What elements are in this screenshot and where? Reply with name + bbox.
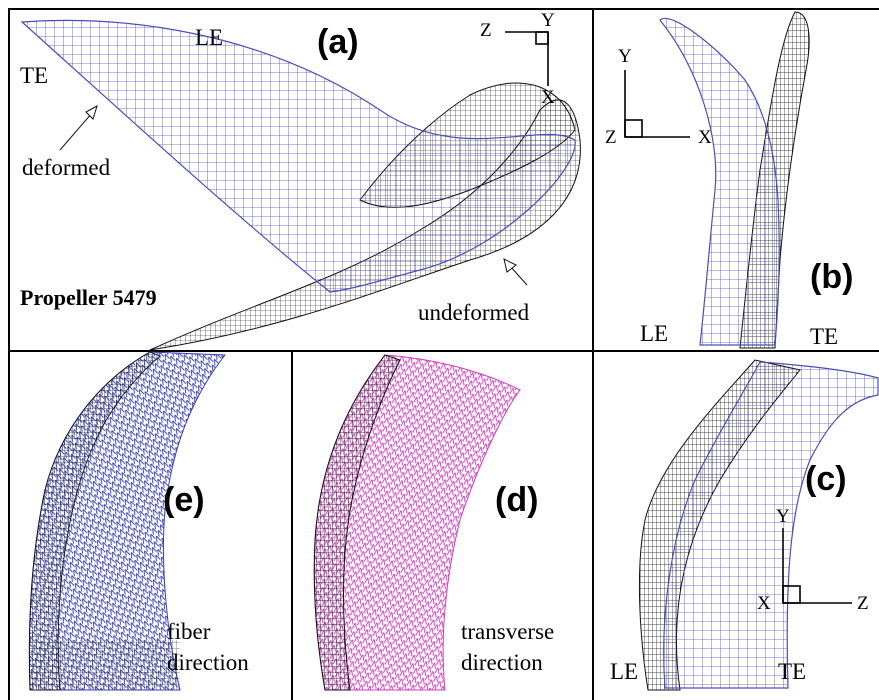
panel-a-undeformed-arrow [503, 258, 528, 286]
panel-b-label: (b) [810, 258, 854, 296]
panel-a-undeformed-label: undeformed [418, 300, 530, 325]
divider-vertical-de [291, 350, 293, 700]
panel-d-caption-line2: direction [461, 650, 543, 675]
frame-left [8, 8, 10, 700]
panel-d-caption-line1: transverse [461, 619, 555, 644]
panel-c-label: (c) [805, 460, 847, 498]
panel-a-deformed-blade [20, 19, 576, 293]
divider-vertical-right [592, 8, 594, 700]
frame-top [8, 8, 879, 10]
panel-e-caption-line1: fiber [167, 619, 211, 644]
panel-c-axis-y: Y [776, 506, 790, 527]
panel-c-te-label: TE [778, 659, 807, 684]
panel-c-axis-z: Z [857, 593, 869, 614]
panel-b-le-label: LE [640, 321, 669, 346]
panel-d-blade-with-transverse-vectors [313, 354, 521, 691]
panel-a-label: (a) [317, 23, 359, 61]
panel-c-axes [782, 528, 852, 604]
panel-b-axis-x: X [698, 127, 712, 148]
panel-b-axis-z: Z [605, 127, 617, 148]
panel-a-axes [505, 31, 549, 86]
panel-a-propeller-title: Propeller 5479 [20, 285, 157, 310]
panel-a-axis-z: Z [480, 20, 492, 41]
panel-c-le-label: LE [610, 659, 639, 684]
panel-e-label: (e) [163, 481, 205, 519]
panel-b-te-label: TE [810, 324, 839, 349]
panel-b-axis-y: Y [618, 46, 632, 67]
panel-e-blade-with-fiber-vectors [28, 351, 226, 691]
panel-a-deformed-arrow [59, 104, 98, 151]
panel-a-te-label: TE [20, 63, 49, 88]
panel-c-axis-x: X [757, 593, 771, 614]
panel-d-label: (d) [495, 481, 539, 519]
panel-e-caption-line2: direction [167, 650, 249, 675]
panel-b-deformed-blade [659, 17, 780, 346]
panel-a-axis-y: Y [541, 10, 555, 31]
panel-a-deformed-label: deformed [22, 155, 111, 180]
divider-horizontal [8, 350, 879, 352]
panel-c-deformed-blade [663, 361, 879, 689]
panel-b-axes [624, 70, 690, 138]
panel-a-axis-x: X [541, 87, 555, 108]
panel-a-le-label: LE [195, 25, 224, 50]
